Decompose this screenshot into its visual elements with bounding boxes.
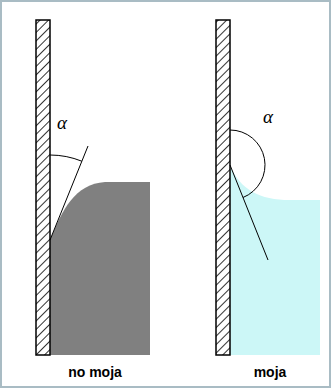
liquid-wetting <box>230 165 320 355</box>
angle-arc <box>50 155 82 161</box>
panel-caption: moja <box>254 364 287 380</box>
wall <box>216 20 230 355</box>
angle-arc <box>230 130 265 198</box>
angle-symbol: α <box>263 106 273 128</box>
angle-symbol: α <box>57 112 67 134</box>
tangent-line <box>50 146 88 240</box>
wall <box>36 20 50 355</box>
liquid-non-wetting <box>50 182 150 355</box>
panel-caption: no moja <box>68 364 122 380</box>
